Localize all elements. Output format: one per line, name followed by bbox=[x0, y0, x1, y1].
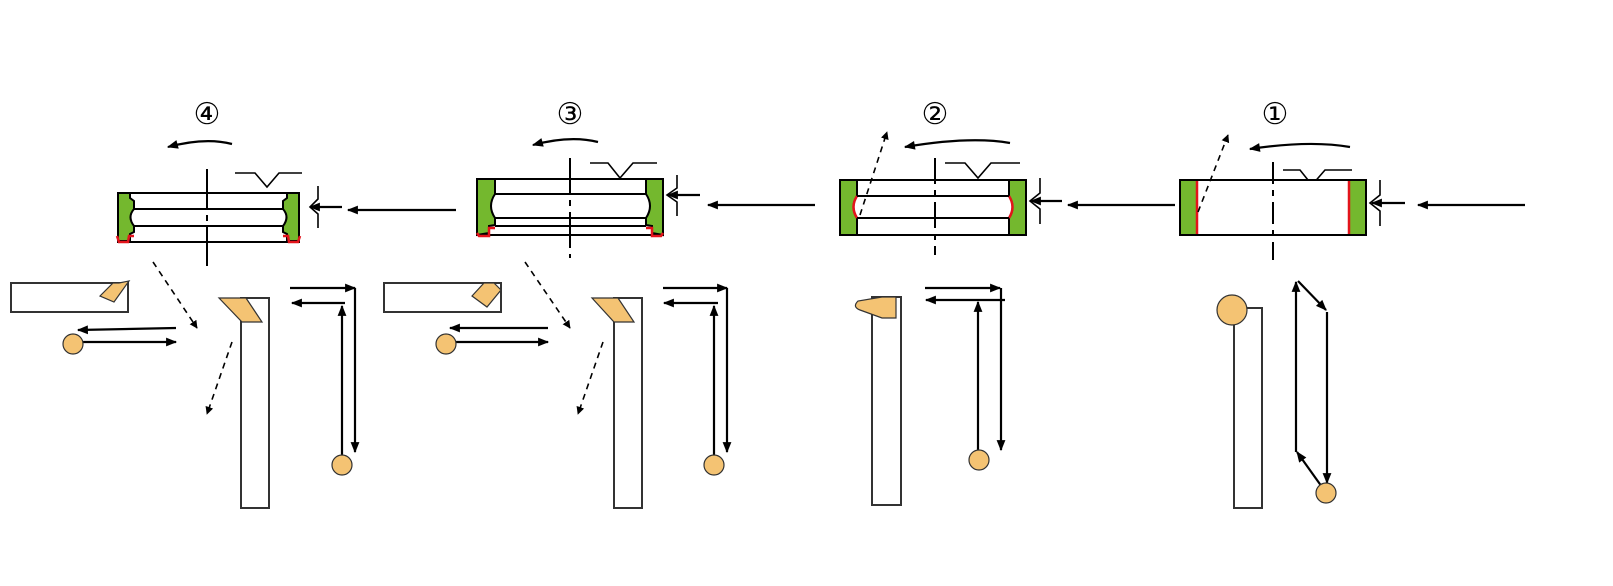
tool-retract-path bbox=[859, 131, 889, 216]
stage-4: ④ bbox=[10, 97, 360, 509]
tool-approach-path bbox=[524, 261, 571, 329]
tool-approach-path bbox=[152, 261, 198, 329]
grooving-tool-shank bbox=[871, 296, 902, 506]
tool-tip bbox=[98, 280, 131, 303]
boring-tool-shank bbox=[240, 297, 270, 509]
tool-start-point bbox=[331, 454, 353, 476]
machined-groove bbox=[1007, 195, 1014, 219]
machined-chamfer bbox=[115, 234, 134, 244]
stage-2-label: ② bbox=[922, 97, 949, 132]
rotation-arrow bbox=[903, 139, 1011, 150]
rotation-arrow bbox=[1248, 142, 1351, 152]
tool-retract-path bbox=[576, 341, 604, 415]
machined-chamfer bbox=[475, 226, 495, 238]
tool-retract-path bbox=[205, 341, 233, 415]
feed-path-diagonal bbox=[1297, 280, 1327, 311]
surface-finish-symbol bbox=[590, 162, 657, 180]
tool-retract-path bbox=[1197, 134, 1230, 213]
tool-tip bbox=[471, 282, 502, 308]
surface-finish-symbol bbox=[235, 172, 302, 189]
stage-4-label: ④ bbox=[194, 97, 221, 132]
feed-path-return bbox=[1296, 451, 1323, 488]
feed-path-in bbox=[76, 325, 177, 335]
tool-start-point bbox=[62, 333, 84, 355]
ring-left-wall bbox=[1179, 179, 1198, 236]
machined-chamfer bbox=[646, 226, 665, 238]
machined-groove bbox=[852, 195, 859, 219]
ring-right-wall bbox=[282, 192, 300, 242]
rotation-arrow bbox=[166, 140, 233, 149]
tool-start-point bbox=[1315, 482, 1337, 504]
tool-tip bbox=[590, 297, 636, 323]
stage-3: ③ bbox=[383, 97, 732, 509]
stage-3-label: ③ bbox=[557, 97, 584, 132]
tool-start-point bbox=[968, 449, 990, 471]
tool-tip bbox=[854, 296, 897, 319]
ring-blank bbox=[117, 192, 300, 243]
tool-tip bbox=[217, 297, 264, 323]
machined-chamfer bbox=[283, 234, 302, 244]
stage-1: ① bbox=[1179, 97, 1405, 509]
stage-1-label: ① bbox=[1262, 97, 1289, 132]
stage-2: ② bbox=[839, 97, 1062, 506]
ring-right-wall bbox=[1348, 179, 1367, 236]
boring-tool-shank bbox=[1233, 307, 1263, 509]
boring-tool-shank bbox=[613, 297, 643, 509]
tool-start-point bbox=[703, 454, 725, 476]
tool-start-point bbox=[435, 333, 457, 355]
clamp-symbol bbox=[1368, 180, 1381, 226]
surface-finish-symbol bbox=[945, 162, 1020, 180]
rotation-arrow bbox=[531, 138, 599, 147]
ring-left-wall bbox=[117, 192, 135, 242]
tool-tip bbox=[1216, 294, 1248, 326]
